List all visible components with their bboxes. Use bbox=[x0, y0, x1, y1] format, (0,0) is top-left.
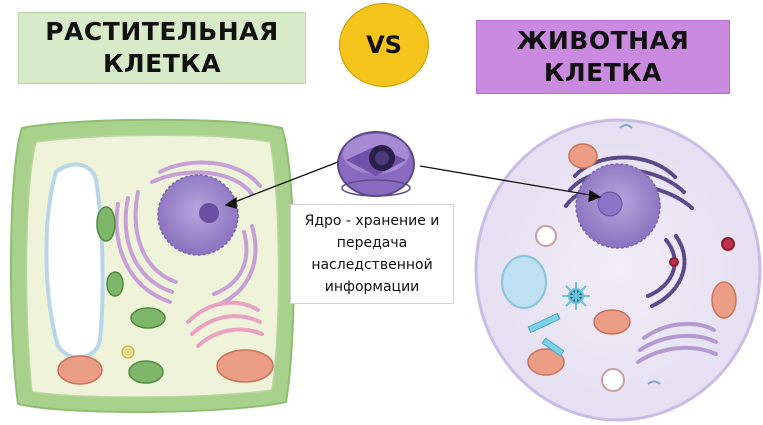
animal-centrosome bbox=[562, 282, 590, 310]
plant-mitochondria bbox=[57, 349, 274, 385]
animal-vacuole bbox=[501, 255, 547, 309]
animal-small-squiggle bbox=[619, 124, 633, 129]
animal-lysosomes bbox=[535, 225, 735, 392]
plant-vesicle bbox=[121, 345, 135, 359]
animal-nucleolus bbox=[597, 191, 623, 217]
plant-nucleus bbox=[157, 174, 239, 256]
animal-cell-title: ЖИВОТНАЯ КЛЕТКА bbox=[476, 20, 730, 94]
animal-cell bbox=[474, 118, 762, 422]
animal-centrioles bbox=[527, 312, 565, 357]
plant-cell bbox=[9, 118, 295, 414]
nucleus-caption: Ядро - хранение и передача наследственно… bbox=[290, 204, 454, 304]
animal-small-squiggle-2 bbox=[647, 380, 661, 385]
animal-golgi bbox=[636, 321, 718, 364]
nucleus-icon bbox=[337, 131, 415, 197]
animal-mitochondria bbox=[527, 143, 737, 376]
plant-golgi bbox=[186, 300, 264, 348]
pointer-arrows bbox=[224, 161, 602, 209]
plant-vacuole bbox=[44, 162, 105, 360]
plant-chloroplasts bbox=[96, 206, 166, 384]
plant-nucleolus bbox=[199, 203, 219, 223]
plant-endoplasmic-reticulum bbox=[114, 160, 262, 306]
vs-badge: VS bbox=[339, 3, 429, 87]
plant-cell-title: РАСТИТЕЛЬНАЯ КЛЕТКА bbox=[18, 12, 306, 84]
